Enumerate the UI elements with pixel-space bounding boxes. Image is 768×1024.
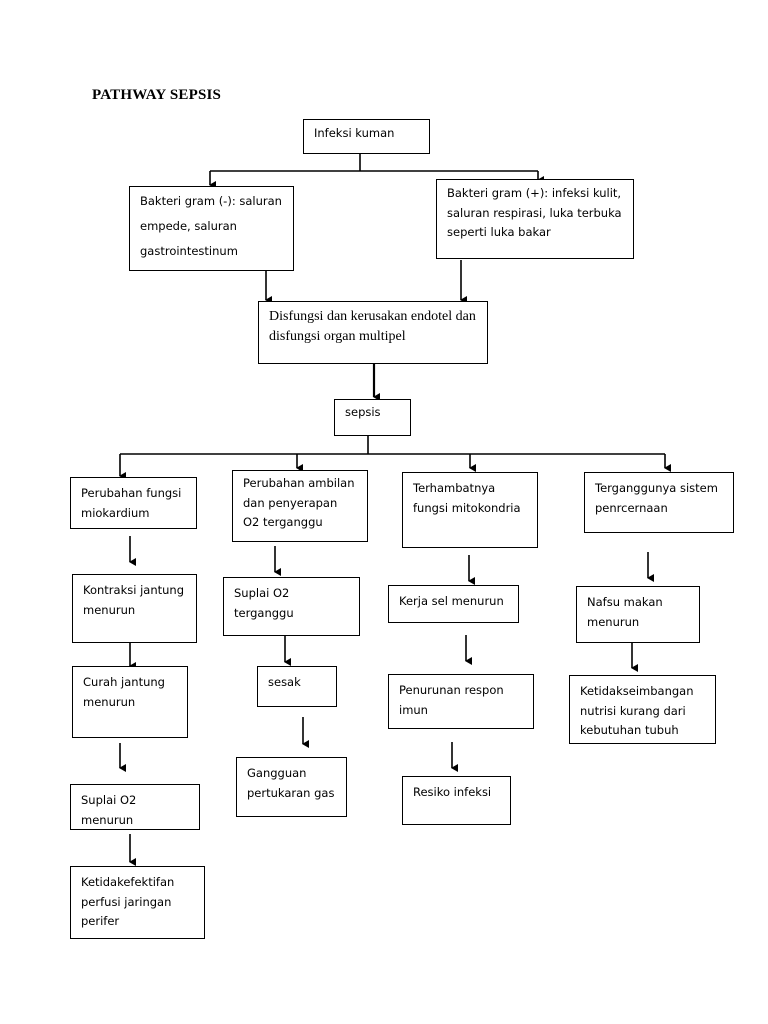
node-disfungsi-endotel: Disfungsi dan kerusakan endotel dan disf… — [258, 301, 488, 364]
page-title: PATHWAY SEPSIS — [92, 87, 222, 103]
node-nafsu-makan-menurun: Nafsu makan menurun — [576, 586, 700, 643]
node-suplai-o2-menurun: Suplai O2 menurun — [70, 784, 200, 830]
node-ketidakefektifan-perfusi: Ketidakefektifan perfusi jaringan perife… — [70, 866, 205, 939]
node-terganggunya-sistem-pencernaan: Terganggunya sistem penrcernaan — [584, 472, 734, 533]
node-sepsis: sepsis — [334, 399, 411, 436]
node-resiko-infeksi: Resiko infeksi — [402, 776, 511, 825]
node-bakteri-gram-positif: Bakteri gram (+): infeksi kulit, saluran… — [436, 179, 634, 259]
node-perubahan-fungsi-miokardium: Perubahan fungsi miokardium — [70, 477, 197, 529]
node-sesak: sesak — [257, 666, 337, 707]
node-infeksi-kuman: Infeksi kuman — [303, 119, 430, 154]
node-ketidakseimbangan-nutrisi: Ketidakseimbangan nutrisi kurang dari ke… — [569, 675, 716, 744]
node-gangguan-pertukaran-gas: Gangguan pertukaran gas — [236, 757, 347, 817]
node-bakteri-gram-negatif: Bakteri gram (-): saluran empede, salura… — [129, 186, 294, 271]
node-kontraksi-jantung-menurun: Kontraksi jantung menurun — [72, 574, 197, 643]
node-penurunan-respon-imun: Penurunan respon imun — [388, 674, 534, 729]
node-terhambatnya-fungsi-mitokondria: Terhambatnya fungsi mitokondria — [402, 472, 538, 548]
node-suplai-o2-terganggu: Suplai O2 terganggu — [223, 577, 360, 636]
node-kerja-sel-menurun: Kerja sel menurun — [388, 585, 519, 623]
node-curah-jantung-menurun: Curah jantung menurun — [72, 666, 188, 738]
node-perubahan-ambilan-o2: Perubahan ambilan dan penyerapan O2 terg… — [232, 470, 368, 542]
